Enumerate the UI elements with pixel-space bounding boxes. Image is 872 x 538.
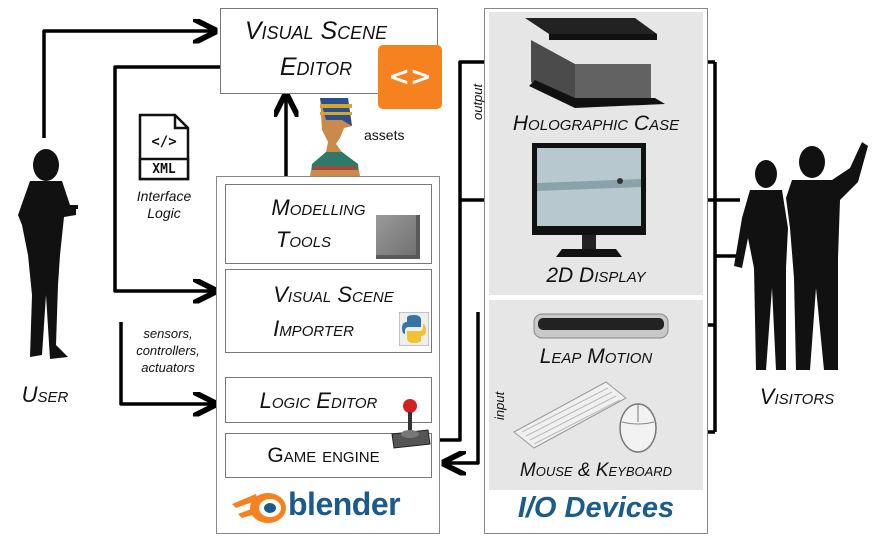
joystick-icon [391,399,431,449]
visitors-label: Visitors [759,384,835,409]
modelling-line1: Modelling [271,195,366,220]
code-icon-glyph: <> [388,62,432,92]
sensors-line1: sensors, [143,326,193,341]
keyboard-icon [513,381,627,449]
importer-line1: Visual Scene [273,282,394,307]
user-label: User [21,382,69,407]
svg-text:</>: </> [151,134,176,150]
python-icon [399,312,429,346]
modelling-tools-box: Modelling Tools [225,184,432,264]
interface-logic-caption: Interface Logic [118,188,210,222]
logic-editor-label: Logic Editor [259,388,378,413]
holographic-case-icon [525,18,665,108]
io-devices-title: I/O Devices [517,492,675,524]
visitors-icon [734,142,868,370]
assets-label: assets [364,127,405,143]
game-engine-box: Game engine [225,433,432,478]
arrow-user-to-editor [42,31,214,138]
output-label: output [470,83,485,120]
visual-scene-importer-box: Visual Scene Importer [225,269,432,353]
sensors-line2: controllers, [136,342,200,358]
user-icon [18,149,78,359]
importer-line2: Importer [273,316,354,341]
sensors-line3: actuators [141,359,195,375]
display-label: 2D Display [546,264,646,287]
game-engine-label: Game engine [267,444,380,467]
holographic-label: Holographic Case [512,112,680,135]
arrow-input-to-engine [445,312,480,463]
arrow-editor-to-importer [113,65,220,291]
code-icon: <> [378,45,442,109]
editor-title-line2: Editor [279,53,353,81]
leap-motion-label: Leap Motion [539,345,653,368]
xml-file-icon: </> [138,113,190,181]
mouse-icon [619,403,657,453]
input-label: input [492,391,507,420]
importer-tab [226,270,244,350]
blender-logo-text: blender [288,486,401,522]
bust-icon [310,98,360,176]
interface-logic-line2: Logic [147,204,181,221]
display-icon [532,143,646,257]
logic-editor-box: Logic Editor [225,377,432,423]
leap-motion-icon [533,313,669,339]
editor-title-line1: Visual Scene [244,17,388,45]
mouse-keyboard-label: Mouse & Keyboard [519,460,673,481]
xml-badge: XML [152,162,176,177]
sensors-label: sensors, controllers, actuators [122,326,214,377]
blender-logo: blender [230,484,430,528]
blender-logo-icon [232,493,286,523]
interface-logic-line1: Interface [136,188,192,204]
cube-icon [376,215,420,259]
modelling-line2: Tools [275,227,332,252]
arrow-sensors-to-logic [119,322,214,404]
